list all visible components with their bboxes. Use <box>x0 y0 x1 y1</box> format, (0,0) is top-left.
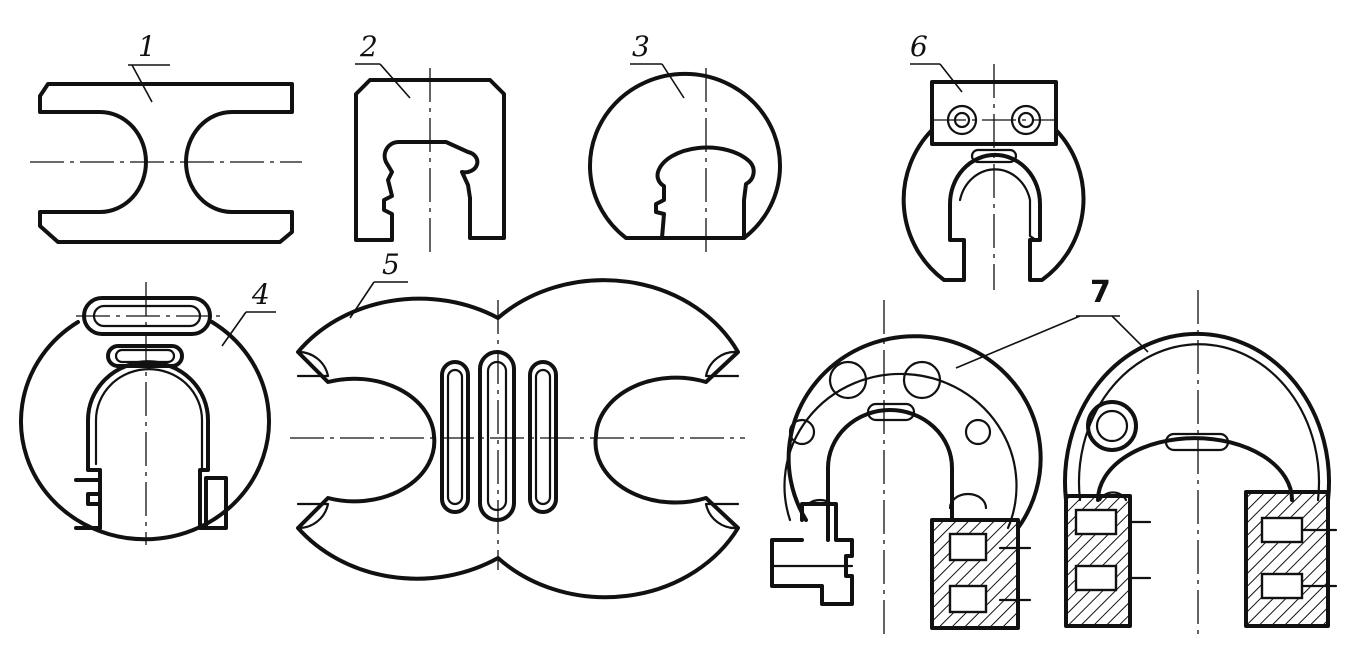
part-3-round-body: 3 <box>588 30 782 252</box>
label-6: 6 <box>910 30 928 63</box>
part-7-left-body-with-jaws <box>770 300 1043 640</box>
label-3: 3 <box>632 30 650 63</box>
label-7: 7 <box>1090 275 1111 310</box>
part-6-body-with-clamp-block: 6 <box>901 30 1086 290</box>
part-5-double-round-body: 5 <box>290 248 745 600</box>
part-4-horseshoe-body: 4 <box>19 278 276 545</box>
part-1-double-c-body: 1 <box>30 30 302 244</box>
label-1: 1 <box>138 30 156 63</box>
label-2: 2 <box>359 30 378 63</box>
part-7-right-body-with-jaws: 7 <box>955 275 1338 640</box>
label-4: 4 <box>251 278 270 311</box>
label-5: 5 <box>382 248 400 281</box>
part-2-rectangular-body: 2 <box>354 30 506 252</box>
